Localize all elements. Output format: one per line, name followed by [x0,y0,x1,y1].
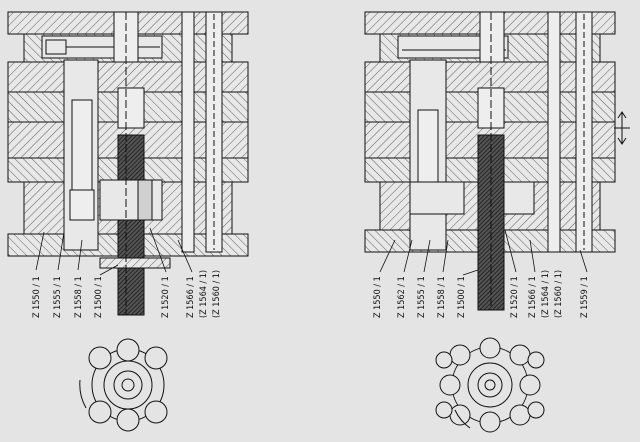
part-label: Z 1566 / 1 [186,276,196,318]
part-label: Z 1562 / 1 [397,276,407,318]
part-label: (Z 1560 / 1) [212,270,222,318]
part-label: (Z 1564 / 1) [541,270,551,318]
part-label: Z 1559 / 1 [580,276,590,318]
movement-arrow-icon [614,111,630,145]
part-label: Z 1566 / 1 [528,276,538,318]
part-label: Z 1558 / 1 [437,276,447,318]
part-label: Z 1550 / 1 [373,276,383,318]
part-label: Z 1558 / 1 [74,276,84,318]
part-label: Z 1555 / 1 [53,276,63,318]
left-mold-section [7,11,249,316]
part-label: Z 1520 / 1 [161,276,171,318]
part-label: Z 1500 / 1 [94,276,104,318]
part-label: (Z 1564 / 1) [199,270,209,318]
right-labels: Z 1550 / 1 Z 1562 / 1 Z 1555 / 1 Z 1558 … [373,270,590,318]
part-label: Z 1555 / 1 [417,276,427,318]
right-mold-section [364,11,616,311]
part-label: Z 1520 / 1 [510,276,520,318]
leader-lines [35,227,588,276]
right-plan-view [435,337,545,433]
part-label: Z 1550 / 1 [32,276,42,318]
left-labels: Z 1550 / 1 Z 1555 / 1 Z 1558 / 1 Z 1500 … [32,270,222,318]
left-plan-view [79,338,168,432]
part-label: (Z 1560 / 1) [554,270,564,318]
part-label: Z 1500 / 1 [457,276,467,318]
